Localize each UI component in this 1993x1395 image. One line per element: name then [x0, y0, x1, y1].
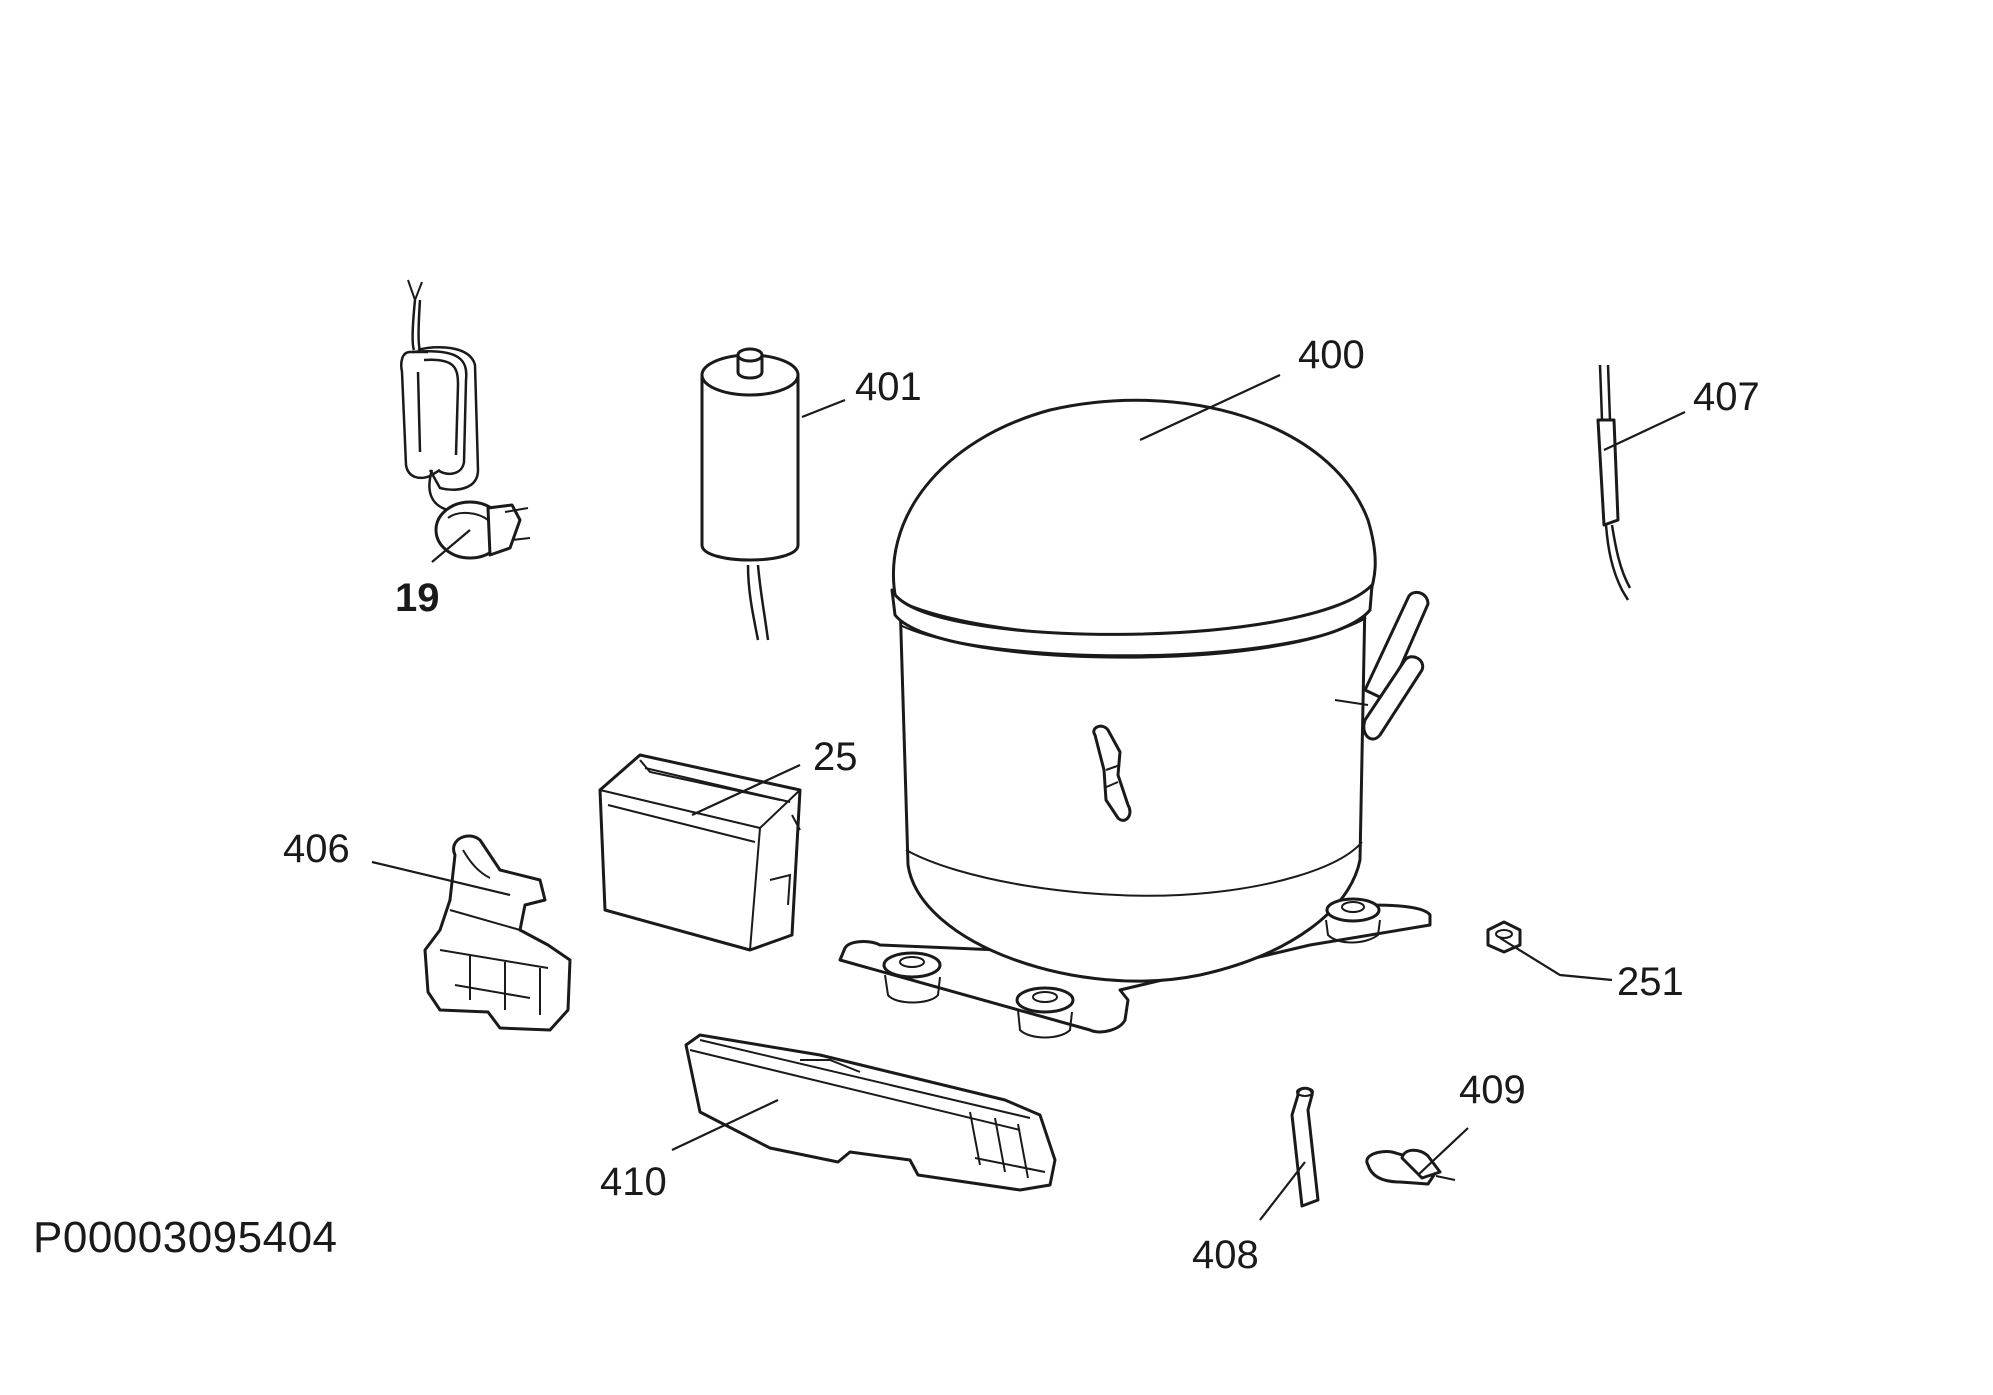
- label-251: 251: [1617, 960, 1684, 1004]
- label-408: 408: [1192, 1233, 1259, 1277]
- label-407: 407: [1693, 375, 1760, 419]
- relay-part: [423, 834, 572, 1032]
- leader-lines: [371, 374, 1686, 1221]
- part-labels: 19 401 400 407 25 406 251 410 409 408: [283, 333, 1760, 1277]
- drier-part: [1596, 364, 1632, 601]
- label-410: 410: [600, 1160, 667, 1204]
- connector-part: [1365, 1148, 1456, 1186]
- label-401: 401: [855, 365, 922, 409]
- capacitor-part: [700, 347, 800, 641]
- bracket-part: [684, 1033, 1057, 1192]
- label-406: 406: [283, 827, 350, 871]
- tube-part: [1290, 1086, 1320, 1208]
- label-25: 25: [813, 735, 858, 779]
- label-19: 19: [395, 576, 440, 620]
- compressor-part: [838, 398, 1432, 1039]
- label-400: 400: [1298, 333, 1365, 377]
- relay-cover-part: [598, 753, 802, 952]
- label-409: 409: [1459, 1068, 1526, 1112]
- document-code: P00003095404: [33, 1213, 338, 1262]
- power-cord-part: [400, 279, 531, 560]
